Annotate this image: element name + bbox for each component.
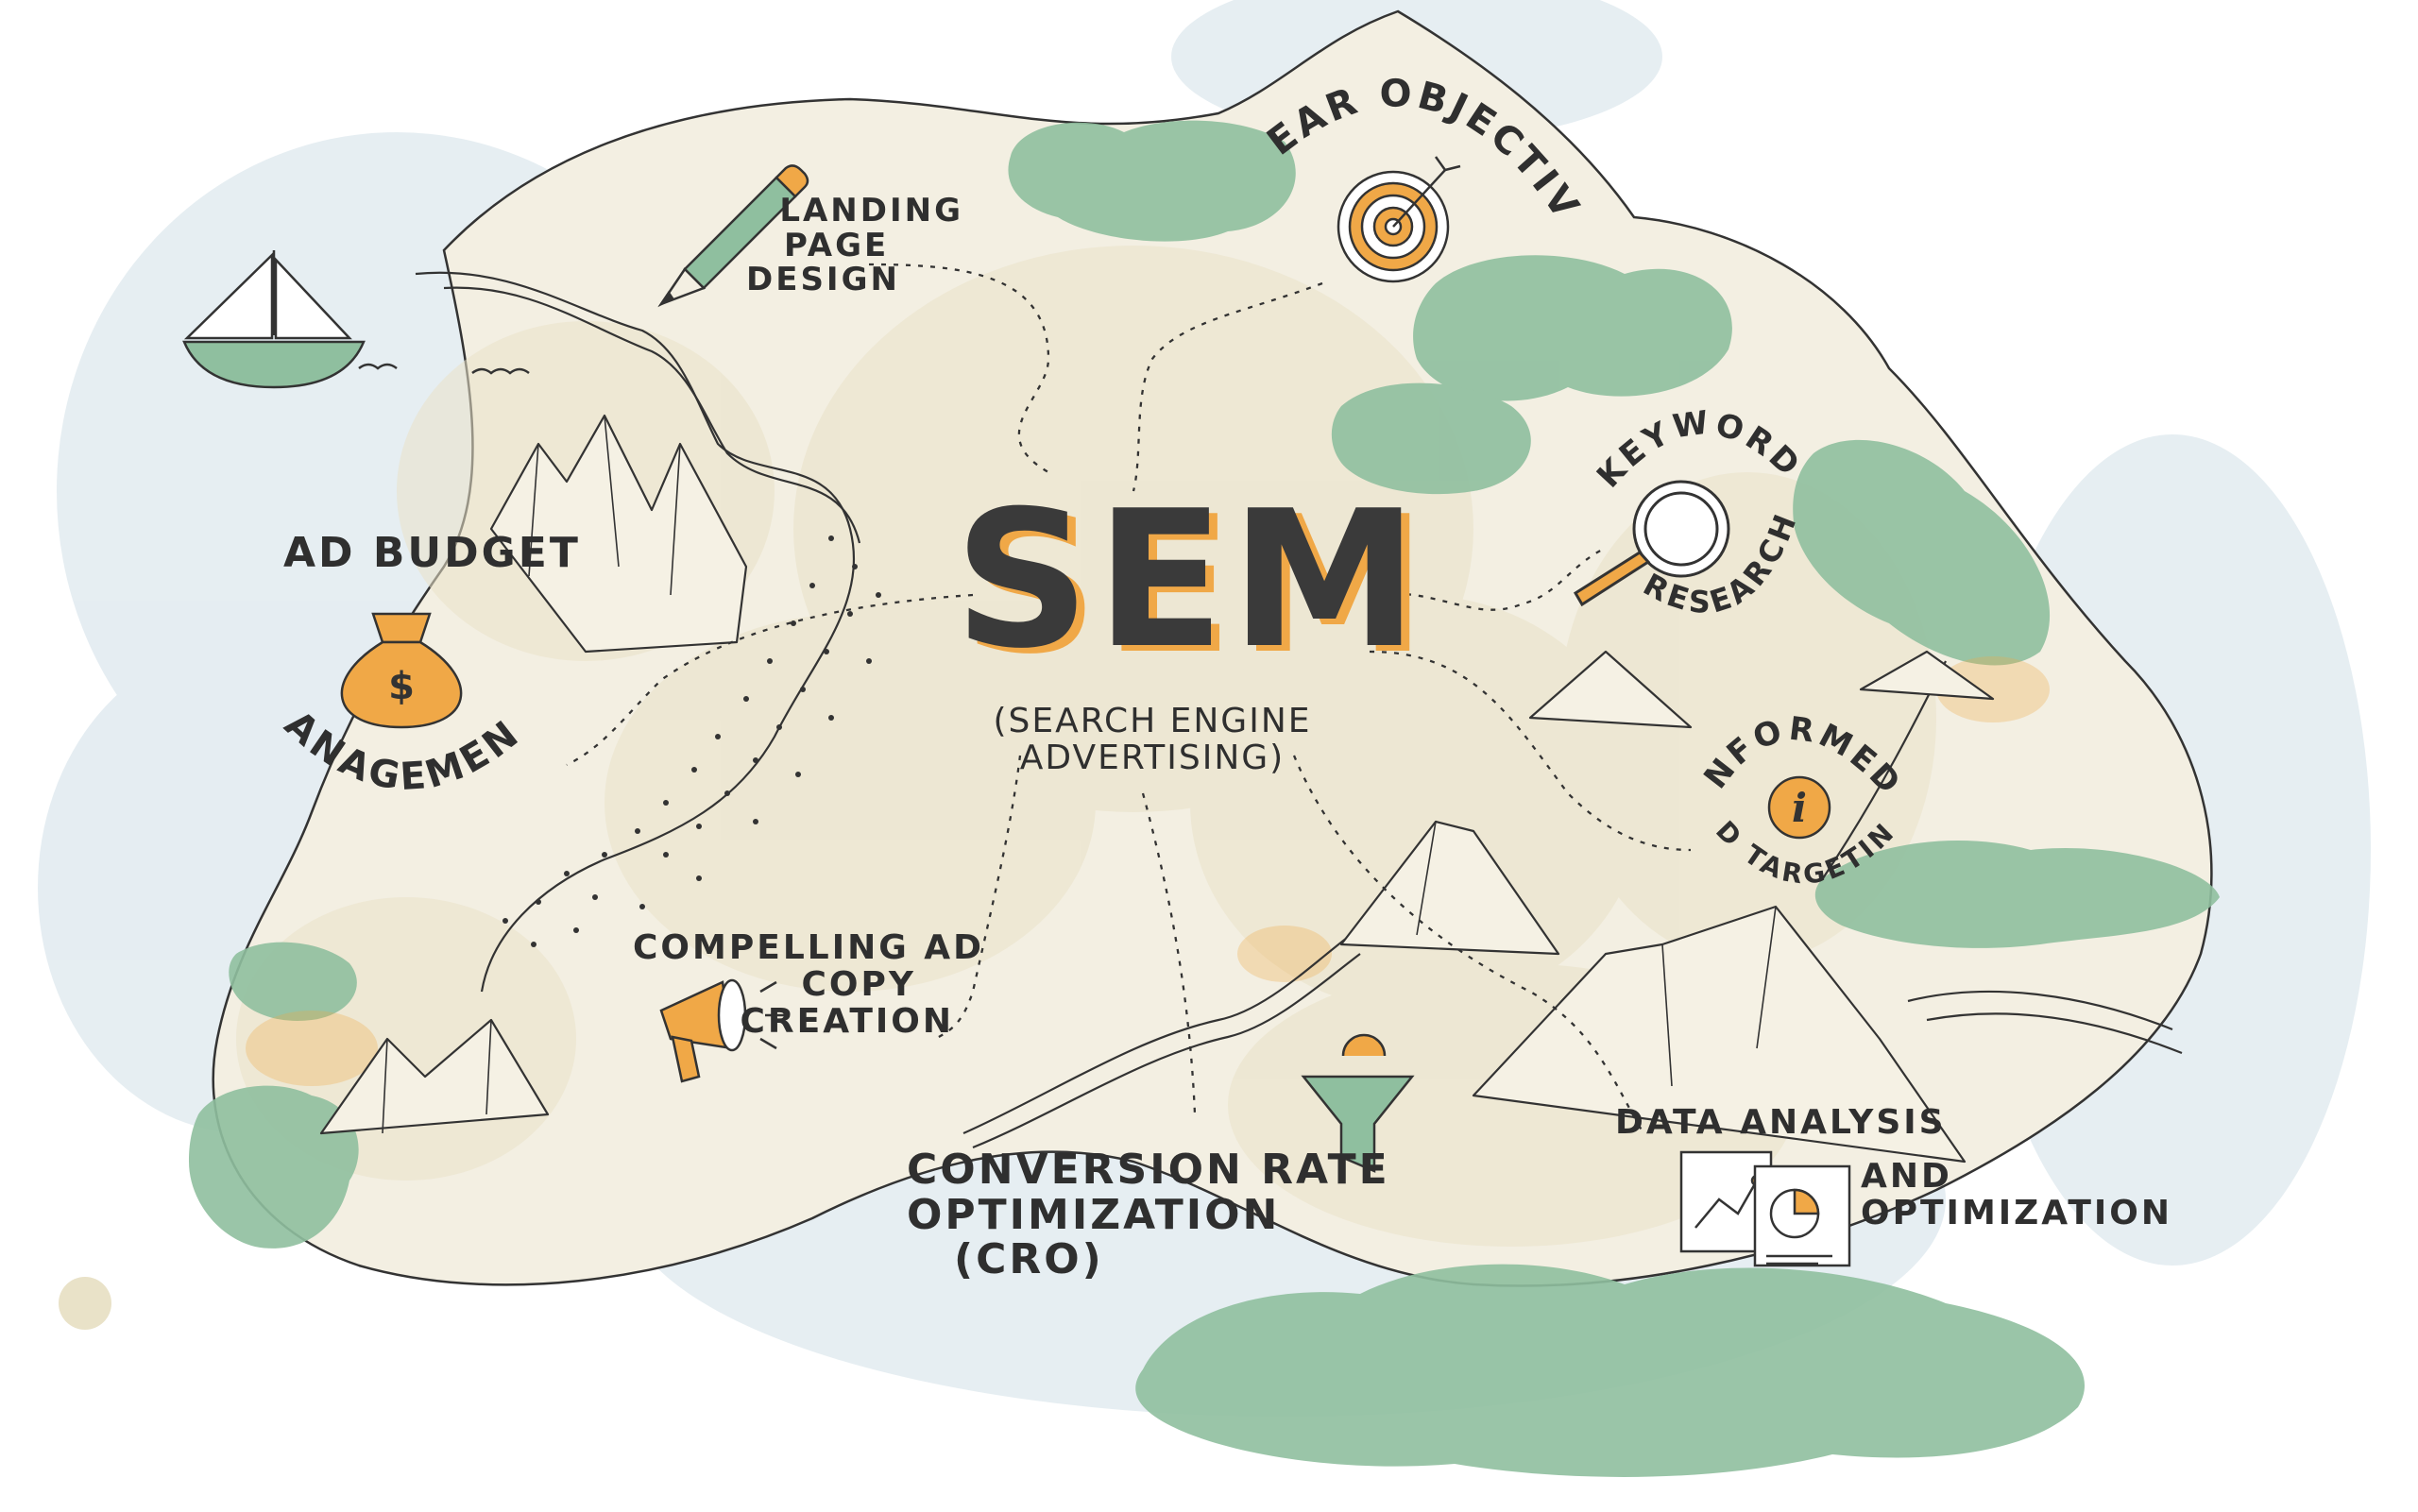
info-icon: [1767, 775, 1831, 840]
chart-papers-icon: [1679, 1150, 1851, 1267]
label-landing-page-design: LANDING PAGE DESIGN: [727, 194, 982, 297]
info-symbol: i: [1792, 785, 1807, 831]
target-icon: [1337, 156, 1461, 283]
mountains: [319, 414, 1995, 1164]
money-bag-icon: [340, 612, 463, 729]
sailboat-icon: [182, 250, 530, 389]
cro-line-1: CONVERSION RATE: [907, 1146, 1390, 1194]
landing-line-1: LANDING: [779, 192, 963, 229]
label-ad-budget: AD BUDGET: [283, 529, 581, 577]
sem-subtitle-line-2: ADVERTISING): [1019, 738, 1286, 777]
pencil-icon: [657, 164, 809, 308]
connectors: [566, 263, 1692, 1134]
forests: [189, 120, 2220, 1477]
cro-line-3: (CRO): [954, 1235, 1104, 1284]
funnel-gear-icon: [1301, 1033, 1415, 1173]
landing-line-2: PAGE: [784, 226, 890, 264]
dotted-dunes: [502, 535, 881, 947]
label-cro: CONVERSION RATE OPTIMIZATION (CRO): [907, 1146, 1390, 1284]
map-dot: [59, 1277, 111, 1330]
ad-copy-line-2: COPY: [801, 964, 916, 1004]
ad-copy-line-3: CREATION: [740, 1001, 954, 1041]
label-data-analysis: DATA ANALYSIS AND OPTIMIZATION: [1606, 1103, 2173, 1232]
landing-line-3: DESIGN: [746, 261, 900, 299]
dollar-symbol: $: [388, 665, 415, 708]
data-line-3: OPTIMIZATION: [1861, 1193, 2173, 1232]
data-line-2: AND: [1861, 1156, 1952, 1196]
sem-subtitle-line-1: (SEARCH ENGINE: [993, 702, 1312, 740]
megaphone-icon: [659, 978, 784, 1083]
ad-copy-line-1: COMPELLING AD: [633, 928, 985, 967]
sem-subtitle: (SEARCH ENGINE ADVERTISING): [963, 702, 1341, 777]
magnifier-icon: [1573, 480, 1730, 607]
label-compelling-ad-copy: COMPELLING AD COPY CREATION: [633, 928, 985, 1041]
mountain-shading: [382, 415, 1777, 1134]
sem-title: SEM: [954, 470, 1424, 690]
cro-line-2: OPTIMIZATION: [907, 1190, 1281, 1239]
data-line-1: DATA ANALYSIS: [1615, 1103, 1947, 1142]
